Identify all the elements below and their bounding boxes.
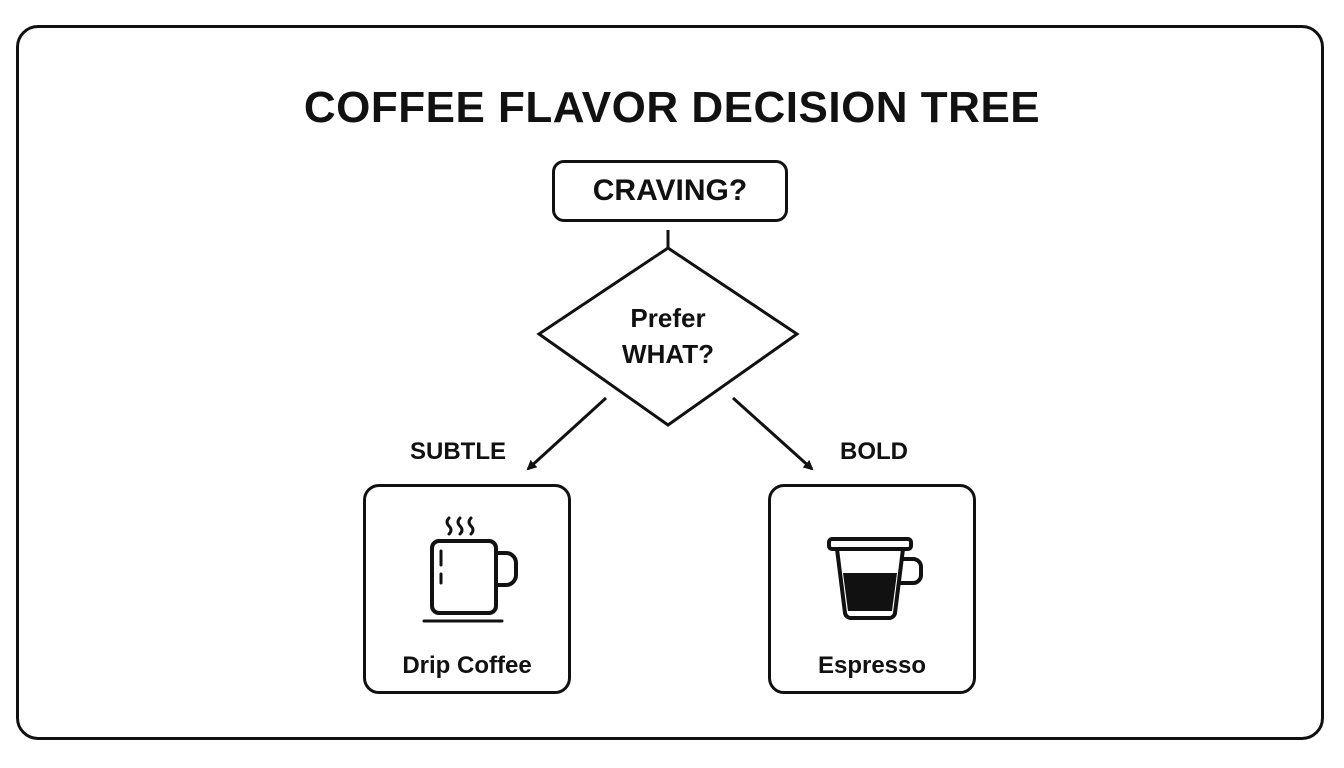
- outcome-espresso: Espresso: [768, 484, 976, 694]
- decision-node-text: Prefer WHAT?: [588, 300, 748, 372]
- outcome-drip-coffee: Drip Coffee: [363, 484, 571, 694]
- outcome-label-espresso: Espresso: [817, 652, 927, 679]
- outcome-label-drip-coffee: Drip Coffee: [402, 652, 532, 679]
- decision-line-1: Prefer: [630, 303, 706, 333]
- connector-decision-to-subtle: [526, 396, 608, 471]
- branch-label-subtle: SUBTLE: [410, 438, 506, 465]
- decision-diamond: [536, 246, 800, 427]
- diagram-title: COFFEE FLAVOR DECISION TREE: [303, 83, 1041, 132]
- decision-line-2: WHAT?: [622, 339, 714, 369]
- connector-decision-to-bold: [731, 396, 814, 471]
- start-node-label: CRAVING?: [592, 174, 748, 207]
- espresso-cup-icon: [827, 537, 923, 620]
- branch-label-bold: BOLD: [840, 438, 908, 465]
- start-node: CRAVING?: [552, 160, 788, 222]
- coffee-mug-icon: [422, 516, 518, 623]
